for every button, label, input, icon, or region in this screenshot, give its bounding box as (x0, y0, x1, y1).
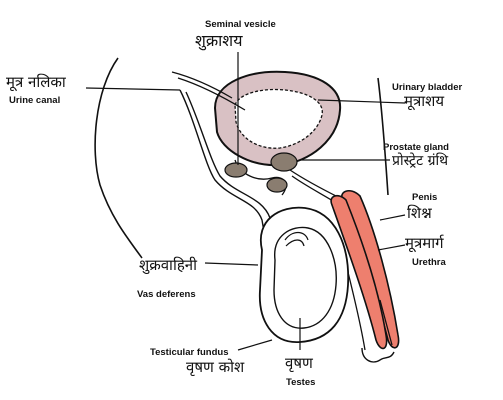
bladder-inner (234, 88, 323, 149)
seminal-vesicle-gland (224, 162, 248, 178)
label-urethra-en: Urethra (412, 257, 446, 268)
label-testicular-fundus-en: Testicular fundus (150, 347, 229, 358)
label-urinary-bladder-hi: मूत्राशय (404, 92, 445, 110)
penis-shaft (330, 194, 388, 350)
leader-urinary-bladder (317, 99, 406, 104)
label-vas-deferens-en: Vas deferens (137, 289, 196, 300)
leader-vas-deferens (204, 262, 259, 266)
label-urethra-hi: मूत्रमार्ग (405, 234, 444, 252)
glans (361, 347, 395, 363)
ureter-right (171, 71, 233, 99)
label-testes-hi: वृषण (285, 354, 313, 372)
testis (273, 226, 337, 329)
ureter-left (177, 77, 246, 111)
label-urinary-bladder-en: Urinary bladder (392, 82, 463, 93)
label-testes-en: Testes (286, 377, 316, 388)
label-seminal-vesicle-en: Seminal vesicle (205, 19, 276, 30)
label-penis-hi: शिश्न (407, 204, 432, 222)
label-urine-canal-en: Urine canal (9, 95, 61, 106)
epididymis (284, 231, 309, 247)
leader-penis (379, 214, 406, 221)
leader-urethra (377, 244, 406, 251)
body-outline (94, 57, 143, 259)
leader-urine-canal (85, 87, 181, 91)
urethra-path (289, 169, 341, 199)
label-seminal-vesicle-hi: शुक्राशय (195, 31, 243, 50)
prostate-gland-lower (266, 177, 288, 193)
abdomen-outline (377, 77, 389, 196)
prostate-gland (270, 152, 298, 172)
label-penis-en: Penis (412, 192, 438, 203)
label-prostate-gland-hi: प्रोस्ट्रेट ग्रंथि (392, 153, 449, 169)
label-vas-deferens-hi: शुक्रवाहिनी (139, 256, 198, 274)
label-urine-canal-hi: मूत्र नलिका (6, 73, 66, 91)
leader-testicular-fundus (237, 339, 273, 351)
label-prostate-gland-en: Prostate gland (383, 142, 449, 153)
label-testicular-fundus-hi: वृषण कोश (186, 358, 245, 376)
